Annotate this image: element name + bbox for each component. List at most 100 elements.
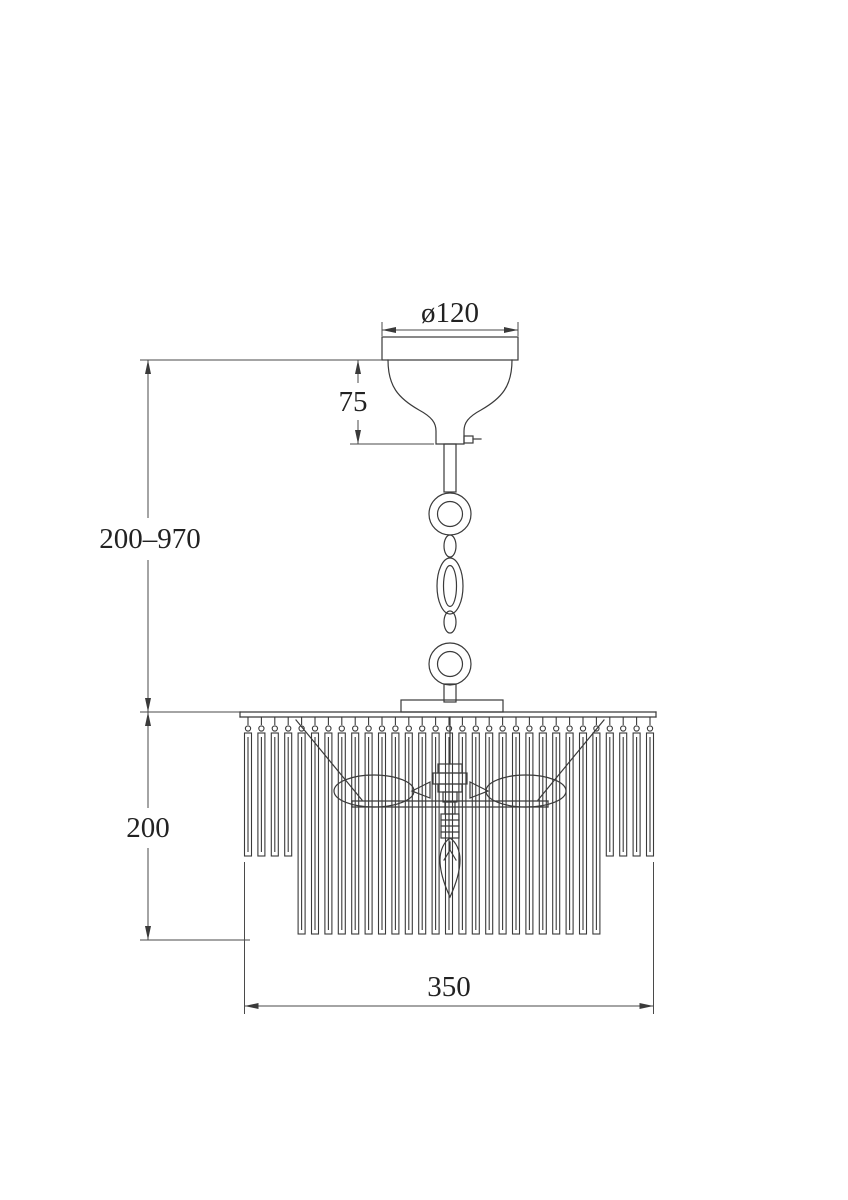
crystal-rod — [377, 732, 387, 935]
dimension-height-range: 200–970 — [95, 359, 382, 713]
body-height-label: 200 — [126, 812, 170, 844]
crystal-rod — [351, 732, 360, 935]
rod-hook-ring — [553, 725, 560, 732]
left-bulb-socket — [410, 781, 431, 799]
left-bulb — [333, 774, 415, 808]
rod-hook-ring — [325, 725, 332, 732]
ceiling-canopy — [381, 336, 519, 445]
arrowhead — [244, 1003, 259, 1009]
lamp-body — [239, 699, 657, 935]
rod-hook-ring — [579, 725, 587, 732]
crystal-rod — [525, 732, 534, 935]
canopy-height-label: 75 — [339, 386, 368, 418]
crystal-rod — [297, 732, 306, 935]
right-suspension-wire — [537, 719, 605, 801]
crystal-rod — [337, 732, 346, 935]
right-bulb — [485, 774, 567, 808]
bulb-filament — [443, 841, 457, 861]
canopy-top-plate — [381, 336, 519, 361]
crystal-rod — [471, 732, 480, 935]
upper-ring-inner — [436, 500, 464, 528]
crystal-rod — [257, 732, 266, 857]
crystal-rod — [310, 732, 320, 935]
arrowhead — [145, 360, 151, 374]
rod-hook-ring — [405, 725, 412, 732]
rod-hook-ring — [512, 725, 520, 732]
crystal-rod — [565, 732, 574, 935]
rod-hook-ring — [432, 725, 439, 732]
crystal-rod — [364, 732, 373, 935]
crystal-rod — [270, 732, 279, 857]
rod-hook-ring — [258, 725, 265, 732]
upper-stem — [443, 443, 457, 493]
right-bulb-socket — [469, 781, 490, 799]
crystal-rod — [404, 732, 413, 935]
canopy-bell — [387, 359, 513, 445]
rod-hook-ring — [392, 725, 399, 732]
chain-link-small-top — [443, 534, 457, 558]
crystal-rod — [538, 732, 547, 935]
crystal-rod — [552, 732, 561, 935]
lower-ring-inner — [436, 650, 464, 678]
lower-ring-outer — [428, 642, 472, 686]
arrowhead — [355, 360, 361, 374]
crystal-rod — [645, 732, 655, 857]
crystal-rod — [498, 732, 507, 935]
rod-hook-ring — [338, 725, 345, 732]
hub-section-5 — [444, 801, 456, 815]
arrowhead — [504, 327, 518, 333]
crystal-rod — [324, 732, 333, 935]
interior-frame — [295, 716, 605, 815]
dimension-body-diameter: 350 — [244, 862, 654, 1014]
center-candle-bulb — [439, 837, 461, 899]
rod-hook-ring — [539, 725, 546, 732]
rod-hook-ring — [378, 725, 386, 732]
rod-hook-ring — [445, 725, 453, 732]
rod-hook-ring — [311, 725, 319, 732]
arrowhead — [145, 698, 151, 712]
crystal-rod — [578, 732, 588, 935]
crystal-rod — [284, 732, 293, 857]
rod-hook-ring — [271, 725, 278, 732]
arrowhead — [382, 327, 396, 333]
arrowhead — [355, 430, 361, 444]
lower-stem — [443, 683, 457, 703]
rod-hook-ring — [365, 725, 372, 732]
crystal-rod — [619, 732, 628, 857]
canopy-diameter-label: ø120 — [421, 297, 479, 329]
rod-hook-ring — [566, 725, 573, 732]
crystal-rod — [485, 732, 494, 935]
arrowhead — [639, 1003, 654, 1009]
canopy-set-screw — [463, 435, 474, 444]
rod-hook-ring — [633, 725, 640, 732]
rod-hook-ring — [285, 725, 292, 732]
crystal-rod — [431, 732, 440, 935]
crystal-rod — [511, 732, 521, 935]
crystal-rod — [605, 732, 614, 857]
upper-ring-outer — [428, 492, 472, 536]
chain-link-outer — [436, 557, 464, 615]
rod-hook-ring — [606, 725, 613, 732]
rod-hook-ring — [472, 725, 479, 732]
crystal-rod — [391, 732, 400, 935]
crystal-rod — [632, 732, 641, 857]
rod-hook-ring — [526, 725, 533, 732]
crystal-rod — [592, 732, 601, 935]
rod-hook-ring — [244, 725, 252, 732]
crystal-rod — [444, 732, 454, 935]
left-suspension-wire — [295, 719, 363, 801]
rod-hook-ring — [459, 725, 466, 732]
bulbs — [333, 774, 567, 899]
rod-hook-ring — [499, 725, 506, 732]
crystal-rod — [243, 732, 253, 857]
suspension-chain — [428, 443, 472, 703]
height-range-label: 200–970 — [99, 523, 201, 555]
rod-hook-ring — [620, 725, 627, 732]
chain-link-small-bottom — [443, 610, 457, 634]
dimension-canopy-diameter: ø120 — [381, 293, 519, 336]
rod-hook-ring — [646, 725, 654, 732]
crystal-rod-fringe — [243, 717, 655, 935]
chain-link-inner — [442, 564, 458, 608]
rod-hook-ring — [352, 725, 359, 732]
